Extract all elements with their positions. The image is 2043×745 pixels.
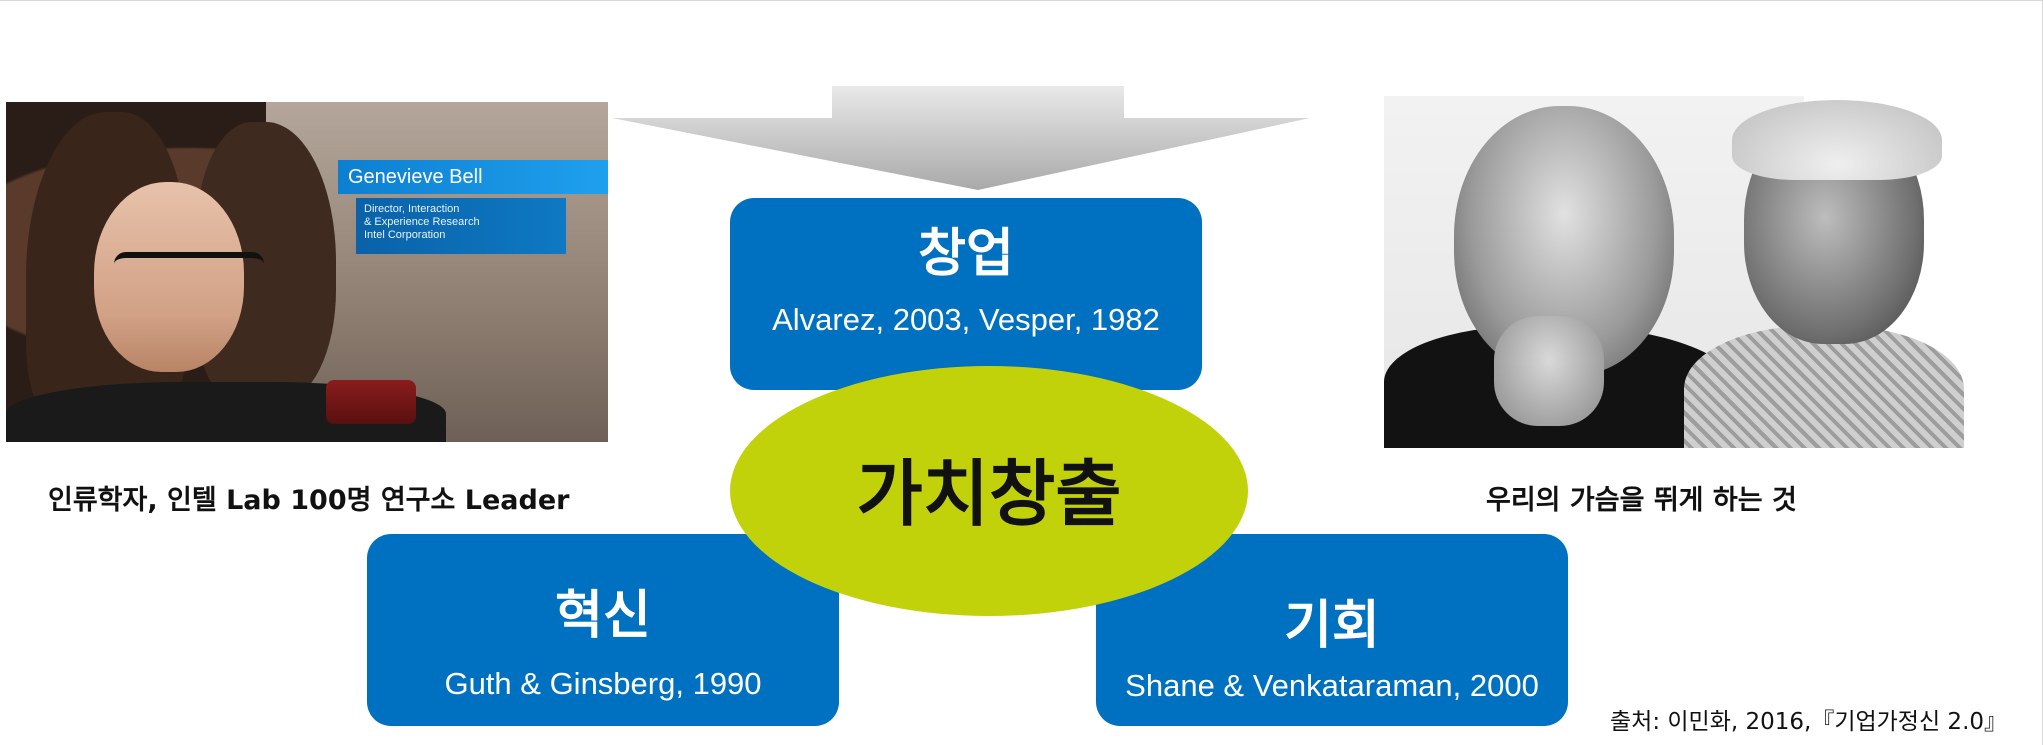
- top-border: [0, 0, 2043, 1]
- camera-icon: [326, 380, 416, 424]
- opportunity-reference: Shane & Venkataraman, 2000: [1125, 668, 1539, 703]
- opportunity-title: 기회: [1284, 596, 1380, 656]
- innovation-reference: Guth & Ginsberg, 1990: [444, 666, 762, 701]
- startup-reference: Alvarez, 2003, Vesper, 1982: [772, 302, 1160, 337]
- innovation-title: 혁신: [555, 586, 651, 646]
- person-right-hair: [1732, 100, 1942, 180]
- lower-third-name: Genevieve Bell: [338, 160, 608, 194]
- value-creation-ellipse: 가치창출: [730, 366, 1248, 616]
- left-photo-caption: 인류학자, 인텔 Lab 100명 연구소 Leader: [48, 485, 570, 516]
- person-right-body: [1684, 326, 1964, 448]
- value-creation-label: 가치창출: [856, 452, 1122, 536]
- genevieve-bell-photo: Genevieve Bell Director, Interaction & E…: [6, 102, 608, 442]
- startup-box: 창업 Alvarez, 2003, Vesper, 1982: [730, 198, 1202, 390]
- startup-title: 창업: [918, 224, 1014, 284]
- person-left-fist: [1494, 316, 1604, 426]
- lower-third-title: Director, Interaction & Experience Resea…: [356, 198, 566, 254]
- source-citation: 출처: 이민화, 2016,『기업가정신 2.0』: [1610, 709, 2008, 735]
- lower-third-banner: Genevieve Bell Director, Interaction & E…: [338, 156, 608, 276]
- innovation-box: 혁신 Guth & Ginsberg, 1990: [367, 534, 839, 726]
- lower-third-line-2: & Experience Research: [364, 216, 480, 228]
- lower-third-line-1: Director, Interaction: [364, 203, 460, 215]
- glasses-icon: [114, 252, 264, 286]
- lower-third-line-3: Intel Corporation: [364, 229, 446, 241]
- right-photo-caption: 우리의 가슴을 뛰게 하는 것: [1486, 485, 1797, 516]
- down-arrow-icon: [612, 86, 1310, 190]
- two-men-photo: [1384, 96, 1974, 448]
